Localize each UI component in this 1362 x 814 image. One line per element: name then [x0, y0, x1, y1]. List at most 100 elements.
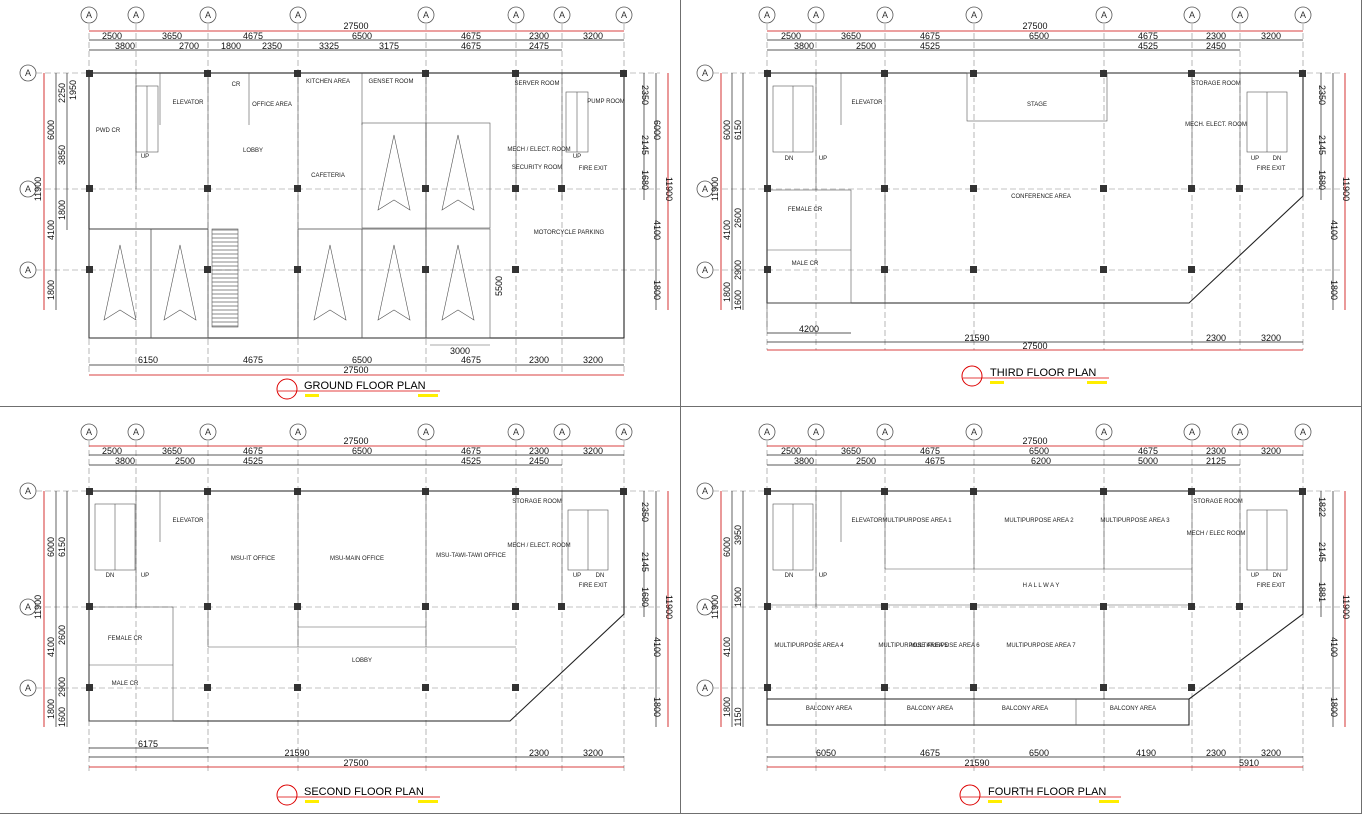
- room-server: SERVER ROOM: [515, 81, 560, 87]
- svg-text:A: A: [25, 602, 31, 612]
- svg-text:2300: 2300: [529, 355, 549, 365]
- room-cafeteria: CAFETERIA: [311, 173, 345, 179]
- svg-text:2700: 2700: [179, 41, 199, 51]
- ground-floor-plan-panel: A A A A A A A A A A A 27500 2500 3650 46…: [0, 0, 681, 407]
- svg-text:21590: 21590: [964, 333, 989, 343]
- svg-text:4675: 4675: [243, 31, 263, 41]
- svg-text:3000: 3000: [450, 346, 470, 356]
- svg-text:4100: 4100: [722, 637, 732, 657]
- svg-text:4525: 4525: [920, 41, 940, 51]
- plan-title: THIRD FLOOR PLAN: [961, 365, 1109, 387]
- stairs: [135, 85, 589, 153]
- svg-text:2145: 2145: [1317, 135, 1327, 155]
- svg-text:1800: 1800: [221, 41, 241, 51]
- svg-text:4100: 4100: [652, 637, 662, 657]
- room-storage: STORAGE ROOM: [512, 499, 562, 505]
- svg-text:3200: 3200: [583, 446, 603, 456]
- columns: [86, 70, 627, 273]
- svg-text:1800: 1800: [46, 280, 56, 300]
- svg-text:GROUND FLOOR PLAN: GROUND FLOOR PLAN: [304, 380, 426, 392]
- svg-text:2500: 2500: [102, 446, 122, 456]
- room-elevator: ELEVATOR: [851, 518, 883, 524]
- svg-text:A: A: [25, 486, 31, 496]
- svg-text:A: A: [1300, 427, 1306, 437]
- dim-5500: 5500: [494, 276, 504, 296]
- room-conference: CONFERENCE AREA: [1011, 194, 1071, 200]
- svg-text:2145: 2145: [640, 135, 650, 155]
- svg-text:4675: 4675: [461, 41, 481, 51]
- svg-text:4675: 4675: [243, 355, 263, 365]
- svg-text:A: A: [882, 427, 888, 437]
- grid-bubbles-left: A A A: [19, 482, 37, 697]
- svg-text:27500: 27500: [343, 436, 368, 446]
- fourth-floor-plan-panel: A A A A A A A A A A A 27500 2500 3650 46…: [681, 407, 1362, 814]
- svg-text:1950: 1950: [68, 80, 78, 100]
- walls: [766, 490, 1304, 726]
- plan-title: GROUND FLOOR PLAN: [276, 378, 440, 400]
- stairs: [772, 503, 1288, 571]
- grid-bubbles-top: A A A A A A A A: [80, 6, 633, 24]
- svg-text:2145: 2145: [1317, 542, 1327, 562]
- svg-text:1800: 1800: [46, 699, 56, 719]
- svg-text:2300: 2300: [529, 446, 549, 456]
- stair-up-label: UP: [141, 573, 149, 579]
- svg-text:A: A: [295, 10, 301, 20]
- svg-text:2500: 2500: [781, 31, 801, 41]
- stair-up-label: UP: [141, 154, 149, 160]
- svg-text:2350: 2350: [640, 502, 650, 522]
- balcony-area-4: BALCONY AREA: [1110, 706, 1156, 712]
- svg-text:A: A: [1237, 10, 1243, 20]
- room-mech: MECH / ELECT. ROOM: [507, 543, 570, 549]
- svg-text:A: A: [25, 184, 31, 194]
- stair-dn-label: DN: [106, 573, 115, 579]
- svg-text:11900: 11900: [33, 595, 43, 619]
- svg-text:4675: 4675: [461, 446, 481, 456]
- room-elevator: ELEVATOR: [172, 100, 204, 106]
- room-tawi-office: MSU-TAWI-TAWI OFFICE: [436, 553, 506, 559]
- stair-up-label-2: UP: [1251, 573, 1259, 579]
- room-fire-exit: FIRE EXIT: [1257, 583, 1286, 589]
- svg-text:2900: 2900: [57, 677, 67, 697]
- room-pump: PUMP ROOM: [587, 99, 625, 105]
- svg-text:2300: 2300: [1206, 446, 1226, 456]
- svg-text:6000: 6000: [652, 120, 662, 140]
- walls: [88, 72, 625, 346]
- room-multipurpose-7: MULTIPURPOSE AREA 7: [1006, 643, 1076, 649]
- svg-text:4675: 4675: [920, 446, 940, 456]
- svg-text:A: A: [764, 427, 770, 437]
- svg-text:A: A: [1300, 10, 1306, 20]
- svg-text:4675: 4675: [243, 446, 263, 456]
- svg-text:2145: 2145: [640, 552, 650, 572]
- svg-text:3200: 3200: [1261, 333, 1281, 343]
- right-dimensions: 11900 6000 4100 1800 2350 2145 1680: [640, 73, 674, 310]
- stair-dn-label: DN: [785, 156, 794, 162]
- svg-text:A: A: [423, 427, 429, 437]
- svg-text:27500: 27500: [1022, 21, 1047, 31]
- bottom-dimensions: 3000 6150 4675 6500 4675 2300 3200 27500: [89, 346, 624, 376]
- svg-text:2300: 2300: [529, 748, 549, 758]
- svg-text:3200: 3200: [583, 748, 603, 758]
- fourth-floor-drawing: A A A A A A A A A A A 27500 2500 3650 46…: [696, 423, 1351, 806]
- svg-text:1150: 1150: [733, 707, 743, 726]
- svg-text:4525: 4525: [1138, 41, 1158, 51]
- svg-text:6000: 6000: [46, 537, 56, 557]
- svg-text:A: A: [205, 10, 211, 20]
- svg-text:1680: 1680: [640, 170, 650, 190]
- svg-text:1800: 1800: [722, 697, 732, 717]
- svg-text:A: A: [25, 68, 31, 78]
- stair-up-label: UP: [819, 573, 827, 579]
- left-dimensions: 11900 6000 4100 1800 3950 1900 1150: [710, 491, 744, 727]
- room-mech: MECH / ELEC ROOM: [1187, 531, 1246, 537]
- svg-text:A: A: [559, 427, 565, 437]
- room-fire-exit: FIRE EXIT: [1257, 166, 1286, 172]
- stair-dn-label-2: DN: [1273, 573, 1282, 579]
- svg-text:3325: 3325: [319, 41, 339, 51]
- stair-up-label-2: UP: [573, 154, 581, 160]
- svg-text:3650: 3650: [162, 31, 182, 41]
- svg-text:11900: 11900: [664, 595, 674, 619]
- room-cr: CR: [232, 82, 241, 88]
- left-dimensions: 11900 6000 4100 1800 6150 2600 2900 1600: [710, 73, 744, 310]
- balcony-area-1: BALCONY AREA: [806, 706, 852, 712]
- bottom-dimensions: 6175 21590 2300 3200 27500: [89, 739, 624, 768]
- room-storage: STORAGE ROOM: [1191, 81, 1241, 87]
